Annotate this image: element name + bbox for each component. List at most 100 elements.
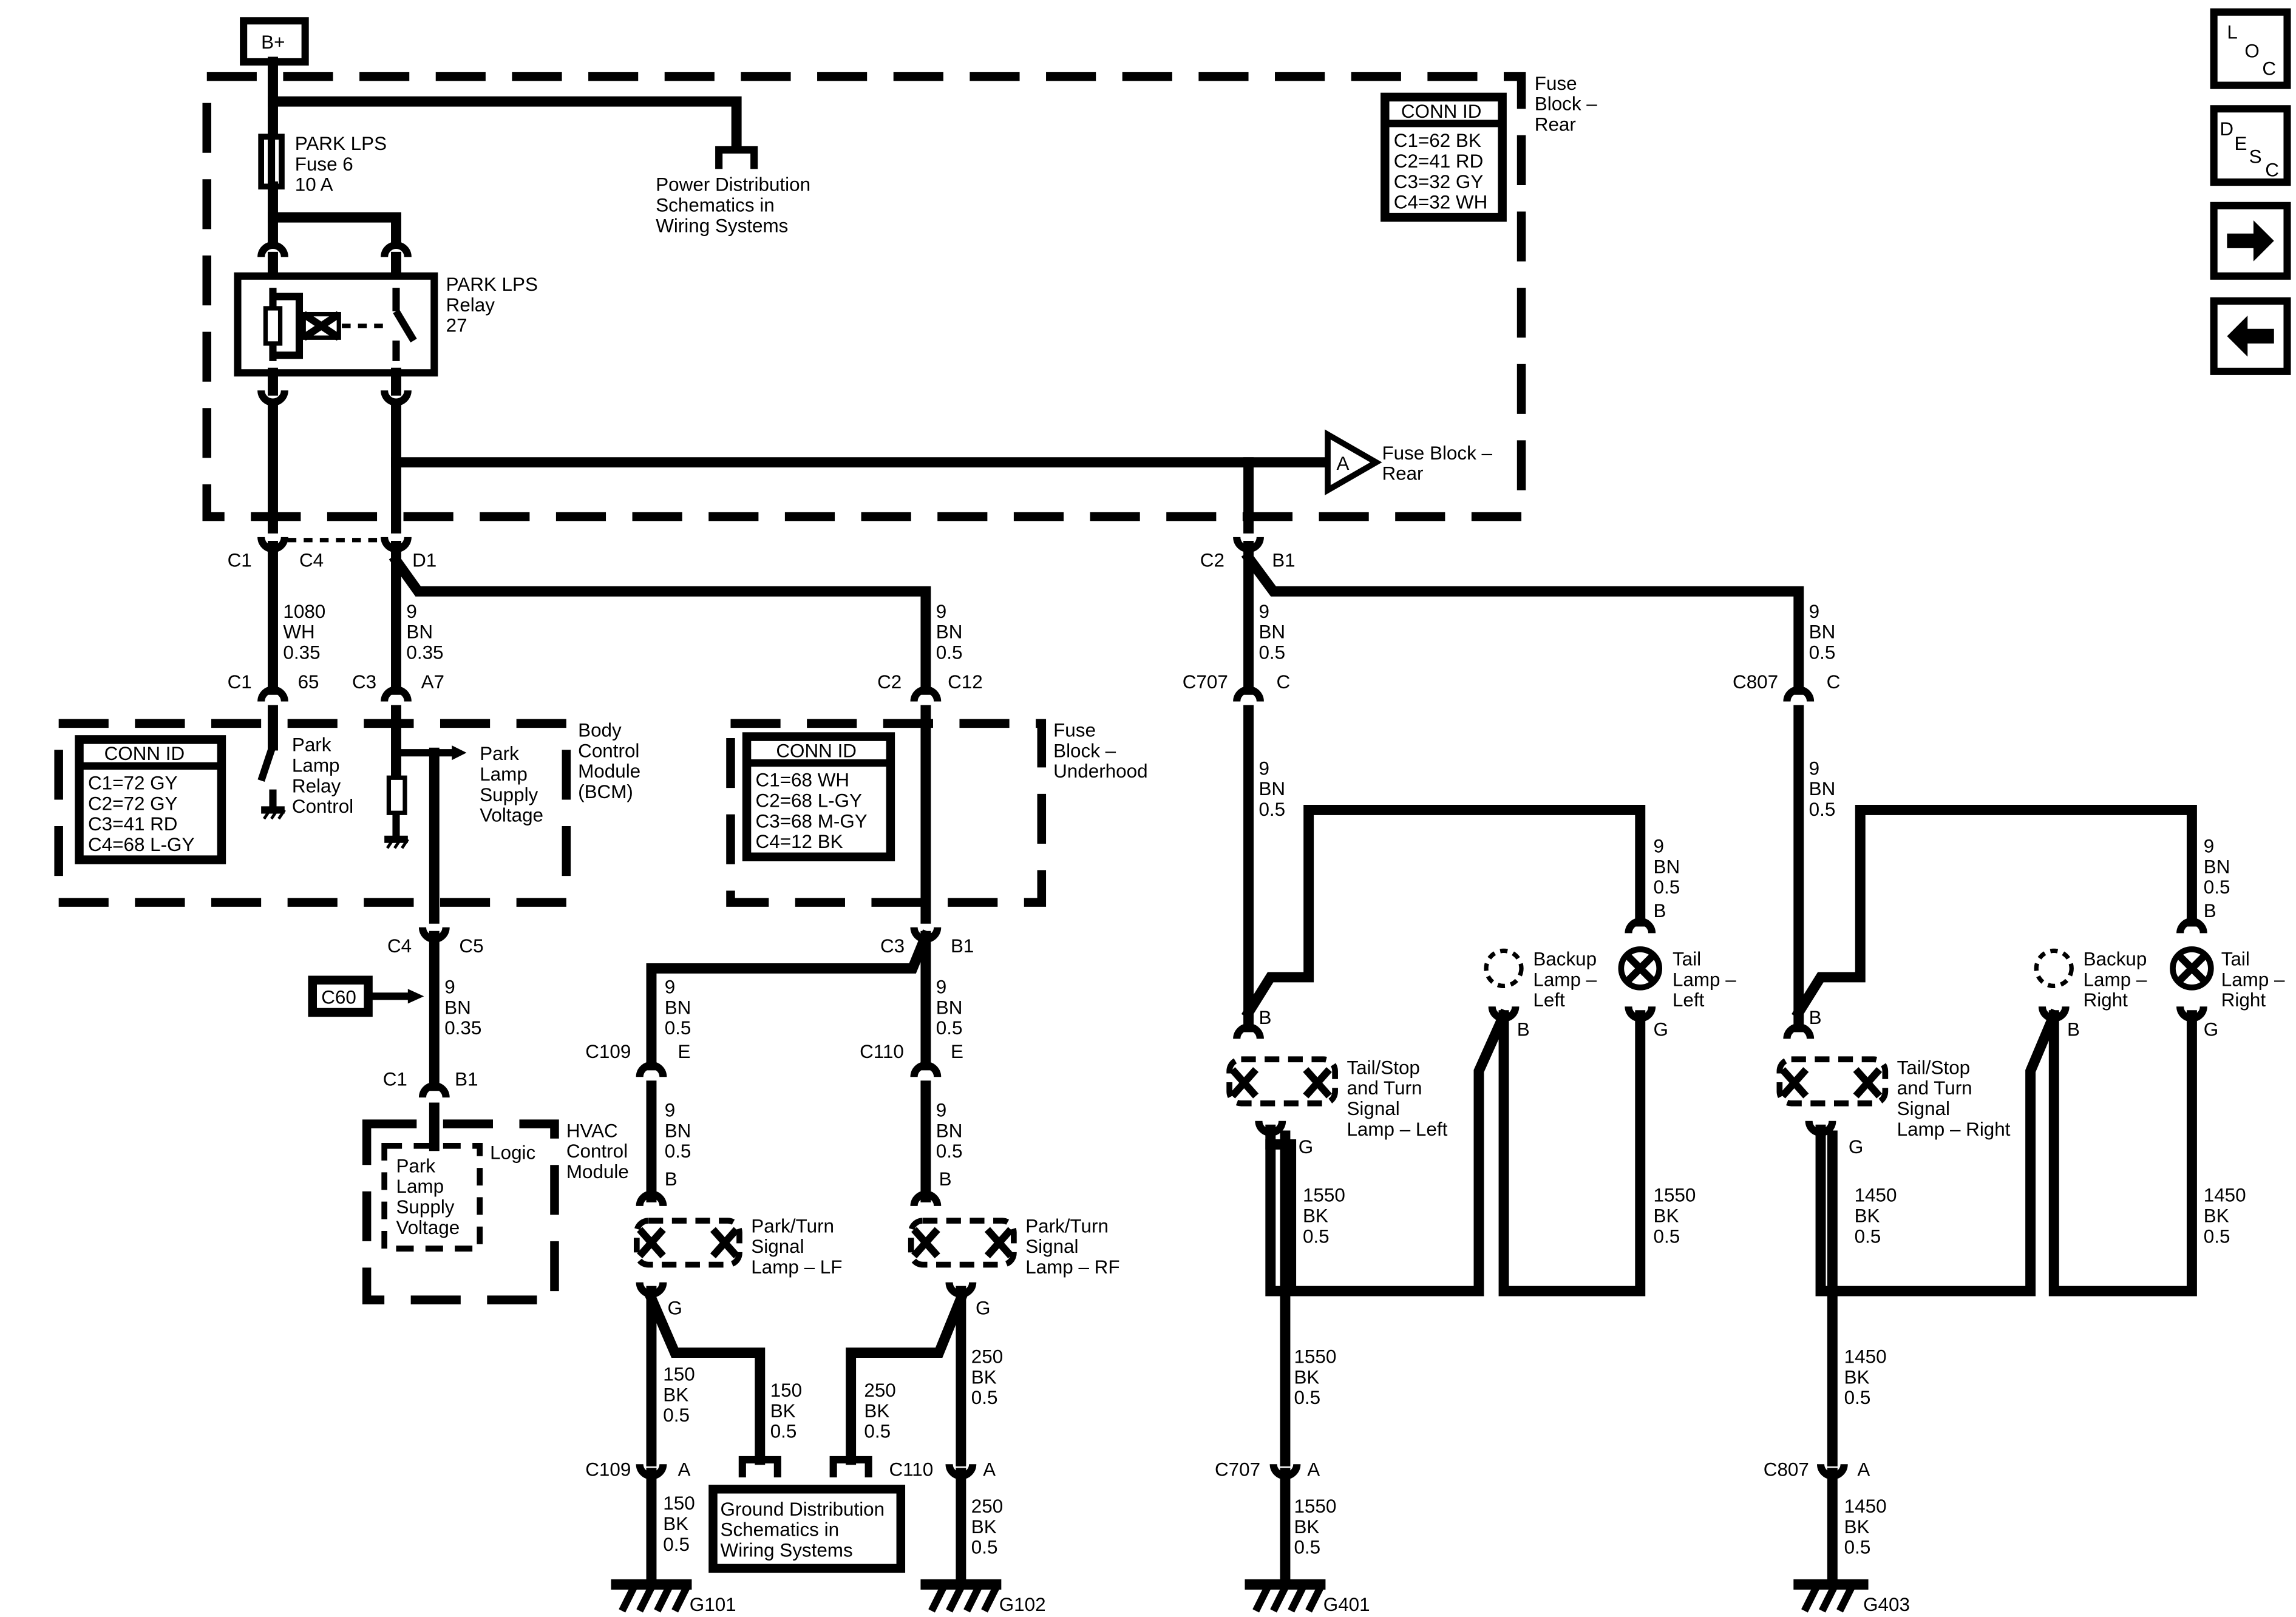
wire-ground-labels-rear: 1550 BK 0.5 1450 BK 0.5	[1294, 1496, 1886, 1558]
wire-9bn-lf-label: 9 BN 0.5 9 BN 0.5	[665, 976, 963, 1039]
svg-text:C707: C707	[1215, 1459, 1260, 1480]
svg-text:Fuse Block –: Fuse Block –	[1382, 442, 1492, 464]
svg-text:0.5: 0.5	[1303, 1225, 1330, 1247]
svg-text:BN: BN	[1654, 856, 1680, 877]
svg-text:BK: BK	[1844, 1366, 1870, 1388]
svg-text:Right: Right	[2221, 989, 2266, 1011]
svg-text:BK: BK	[1294, 1516, 1319, 1537]
svg-text:Backup: Backup	[1533, 949, 1597, 970]
prev-arrow-button[interactable]	[2210, 297, 2291, 375]
svg-text:B: B	[1258, 1007, 1271, 1028]
svg-text:Relay: Relay	[292, 775, 341, 796]
wire-power-dist	[268, 96, 742, 152]
svg-text:Voltage: Voltage	[396, 1217, 460, 1238]
svg-text:Lamp: Lamp	[396, 1176, 444, 1197]
conn-c807-a: C807 A	[1764, 1459, 1870, 1480]
svg-text:C1: C1	[228, 549, 252, 571]
svg-text:CONN ID: CONN ID	[1401, 101, 1482, 122]
svg-text:BK: BK	[1855, 1205, 1880, 1226]
svg-text:Signal: Signal	[751, 1236, 804, 1257]
conn-c110-a: C110 A	[889, 1459, 996, 1480]
conn-c707-c: C707 C	[1183, 671, 1290, 702]
loc-nav-button[interactable]: L O C	[2210, 8, 2291, 89]
wire-1450-backup-right	[1815, 1008, 2061, 1297]
svg-text:0.35: 0.35	[283, 642, 320, 663]
svg-text:L: L	[2227, 21, 2237, 42]
svg-text:C2=68 L-GY: C2=68 L-GY	[756, 790, 863, 812]
svg-text:BK: BK	[1303, 1205, 1328, 1226]
svg-text:Backup: Backup	[2084, 949, 2147, 970]
svg-text:Body: Body	[578, 720, 622, 741]
svg-text:Lamp –: Lamp –	[1533, 969, 1597, 990]
hvac-outline	[362, 1119, 559, 1304]
tail-lamp-right: Tail Lamp – Right G	[2170, 918, 2285, 1040]
wire-1080-label: 1080 WH 0.35	[283, 601, 325, 663]
wire-9bn-tail-left	[1241, 804, 1646, 1020]
arrow-left-icon	[2227, 316, 2274, 357]
svg-text:BN: BN	[1258, 778, 1285, 799]
conn-bcm-c1-c3: C1 65 C3 A7	[228, 671, 444, 702]
svg-text:BN: BN	[2204, 856, 2230, 877]
svg-text:Voltage: Voltage	[480, 805, 543, 826]
svg-text:WH: WH	[283, 622, 314, 643]
svg-text:1550: 1550	[1294, 1496, 1336, 1517]
svg-text:PARK LPS: PARK LPS	[295, 133, 387, 154]
bcm-outline	[54, 719, 571, 907]
wire-ground-labels-front: 150 BK 0.5 250 BK 0.5	[663, 1493, 1003, 1558]
next-arrow-button[interactable]	[2210, 202, 2291, 280]
svg-text:CONN ID: CONN ID	[776, 740, 857, 761]
svg-text:65: 65	[298, 671, 319, 693]
backup-lamp-right: Backup Lamp – Right B	[2034, 949, 2147, 1040]
svg-text:G102: G102	[999, 1594, 1046, 1615]
wire-9bn-underhood-label: 9 BN 0.5	[936, 601, 963, 663]
svg-text:9: 9	[936, 1099, 946, 1120]
svg-text:150: 150	[663, 1363, 695, 1385]
svg-text:C2=72 GY: C2=72 GY	[88, 793, 178, 814]
svg-text:BN: BN	[665, 1120, 691, 1141]
svg-text:C807: C807	[1764, 1459, 1809, 1480]
ground-icon	[384, 835, 409, 849]
svg-text:BK: BK	[1844, 1516, 1870, 1537]
svg-text:250: 250	[971, 1496, 1003, 1517]
svg-text:150: 150	[663, 1493, 695, 1514]
svg-text:B1: B1	[455, 1069, 478, 1090]
wire-9bn-lamps-label: 9 BN 0.5 9 BN 0.5 B B	[665, 1099, 963, 1190]
svg-text:Park: Park	[292, 734, 331, 756]
conn-hvac-c1: C1 B1	[383, 1069, 478, 1098]
svg-text:C109: C109	[585, 1041, 631, 1062]
svg-text:Schematics in: Schematics in	[721, 1519, 840, 1541]
svg-text:Rear: Rear	[1382, 463, 1423, 484]
svg-text:Ground Distribution: Ground Distribution	[721, 1499, 885, 1520]
ground-g102: G102	[920, 1579, 1046, 1615]
fuse-block-underhood-outline	[726, 719, 1047, 907]
ground-g401: G401	[1245, 1579, 1370, 1615]
svg-text:BK: BK	[971, 1366, 997, 1388]
svg-text:BK: BK	[663, 1513, 688, 1534]
svg-text:BN: BN	[936, 622, 963, 643]
svg-text:0.5: 0.5	[864, 1421, 891, 1442]
svg-text:0.5: 0.5	[2204, 1225, 2230, 1247]
conn-c2-b1-rear: C2 B1	[1200, 537, 1296, 571]
svg-text:C707: C707	[1183, 671, 1228, 693]
svg-text:G: G	[1299, 1136, 1313, 1158]
svg-text:B+: B+	[261, 32, 285, 53]
svg-text:250: 250	[864, 1380, 895, 1401]
svg-text:C109: C109	[585, 1459, 631, 1480]
svg-text:Fuse: Fuse	[1535, 73, 1577, 94]
svg-text:Lamp –: Lamp –	[2084, 969, 2147, 990]
svg-text:0.5: 0.5	[665, 1017, 691, 1039]
svg-text:Park/Turn: Park/Turn	[751, 1215, 834, 1236]
bcm-relay-control-label: Park Lamp Relay Control	[292, 734, 353, 817]
svg-text:150: 150	[770, 1380, 802, 1401]
wire-9bn-rear-labels: 9 BN 0.5 9 BN 0.5	[1258, 601, 1835, 663]
svg-text:0.5: 0.5	[1654, 1225, 1680, 1247]
svg-text:Control: Control	[578, 740, 639, 761]
hvac-supply-label: Park Lamp Supply Voltage	[396, 1155, 460, 1238]
svg-text:Fuse 6: Fuse 6	[295, 154, 353, 175]
desc-nav-button[interactable]: D E S C	[2210, 105, 2291, 186]
svg-text:Wiring Systems: Wiring Systems	[721, 1539, 853, 1561]
tail-stop-turn-lamp-right: B Tail/Stop and Turn Signal Lamp – Right…	[1776, 1007, 2011, 1158]
svg-text:BN: BN	[1809, 778, 1836, 799]
svg-text:A: A	[678, 1459, 690, 1480]
svg-text:9: 9	[665, 1099, 675, 1120]
